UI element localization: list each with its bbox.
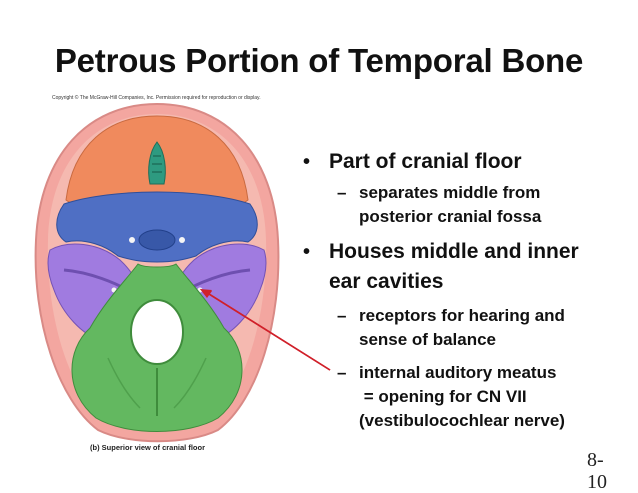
slide-title: Petrous Portion of Temporal Bone	[54, 42, 584, 79]
sub-bullet-marker: –	[337, 183, 347, 202]
bullet-marker: •	[303, 241, 311, 263]
bullet-text: ear cavities	[329, 270, 444, 293]
ethmoid-bone	[148, 141, 166, 185]
sub-bullet-text: (vestibulocochlear nerve)	[359, 411, 565, 430]
foramen-magnum	[130, 299, 184, 365]
sub-bullet-text: = opening for CN VII	[359, 387, 527, 406]
sub-bullet-text: posterior cranial fossa	[359, 207, 542, 226]
sub-bullet-marker: –	[337, 306, 347, 325]
page-number-main: 8-	[587, 449, 604, 471]
sub-bullet-text: separates middle from	[359, 183, 541, 202]
copyright-notice: Copyright © The McGraw-Hill Companies, I…	[52, 95, 261, 101]
bullet-text: Houses middle and inner	[329, 240, 579, 263]
cranial-floor-illustration	[34, 102, 331, 443]
bullet-text: Part of cranial floor	[329, 150, 522, 173]
sphenoid-bone	[56, 191, 258, 263]
sub-bullet-text: sense of balance	[359, 330, 497, 349]
page-number-cut: 10	[587, 471, 607, 493]
page-number: 8- 10	[587, 449, 607, 493]
sub-bullet-text: receptors for hearing and	[359, 306, 565, 325]
figure-caption: (b) Superior view of cranial floor	[90, 443, 206, 452]
sub-bullet-text: internal auditory meatus	[359, 363, 557, 382]
sub-bullet-marker: –	[337, 363, 347, 382]
bullet-marker: •	[303, 151, 311, 173]
